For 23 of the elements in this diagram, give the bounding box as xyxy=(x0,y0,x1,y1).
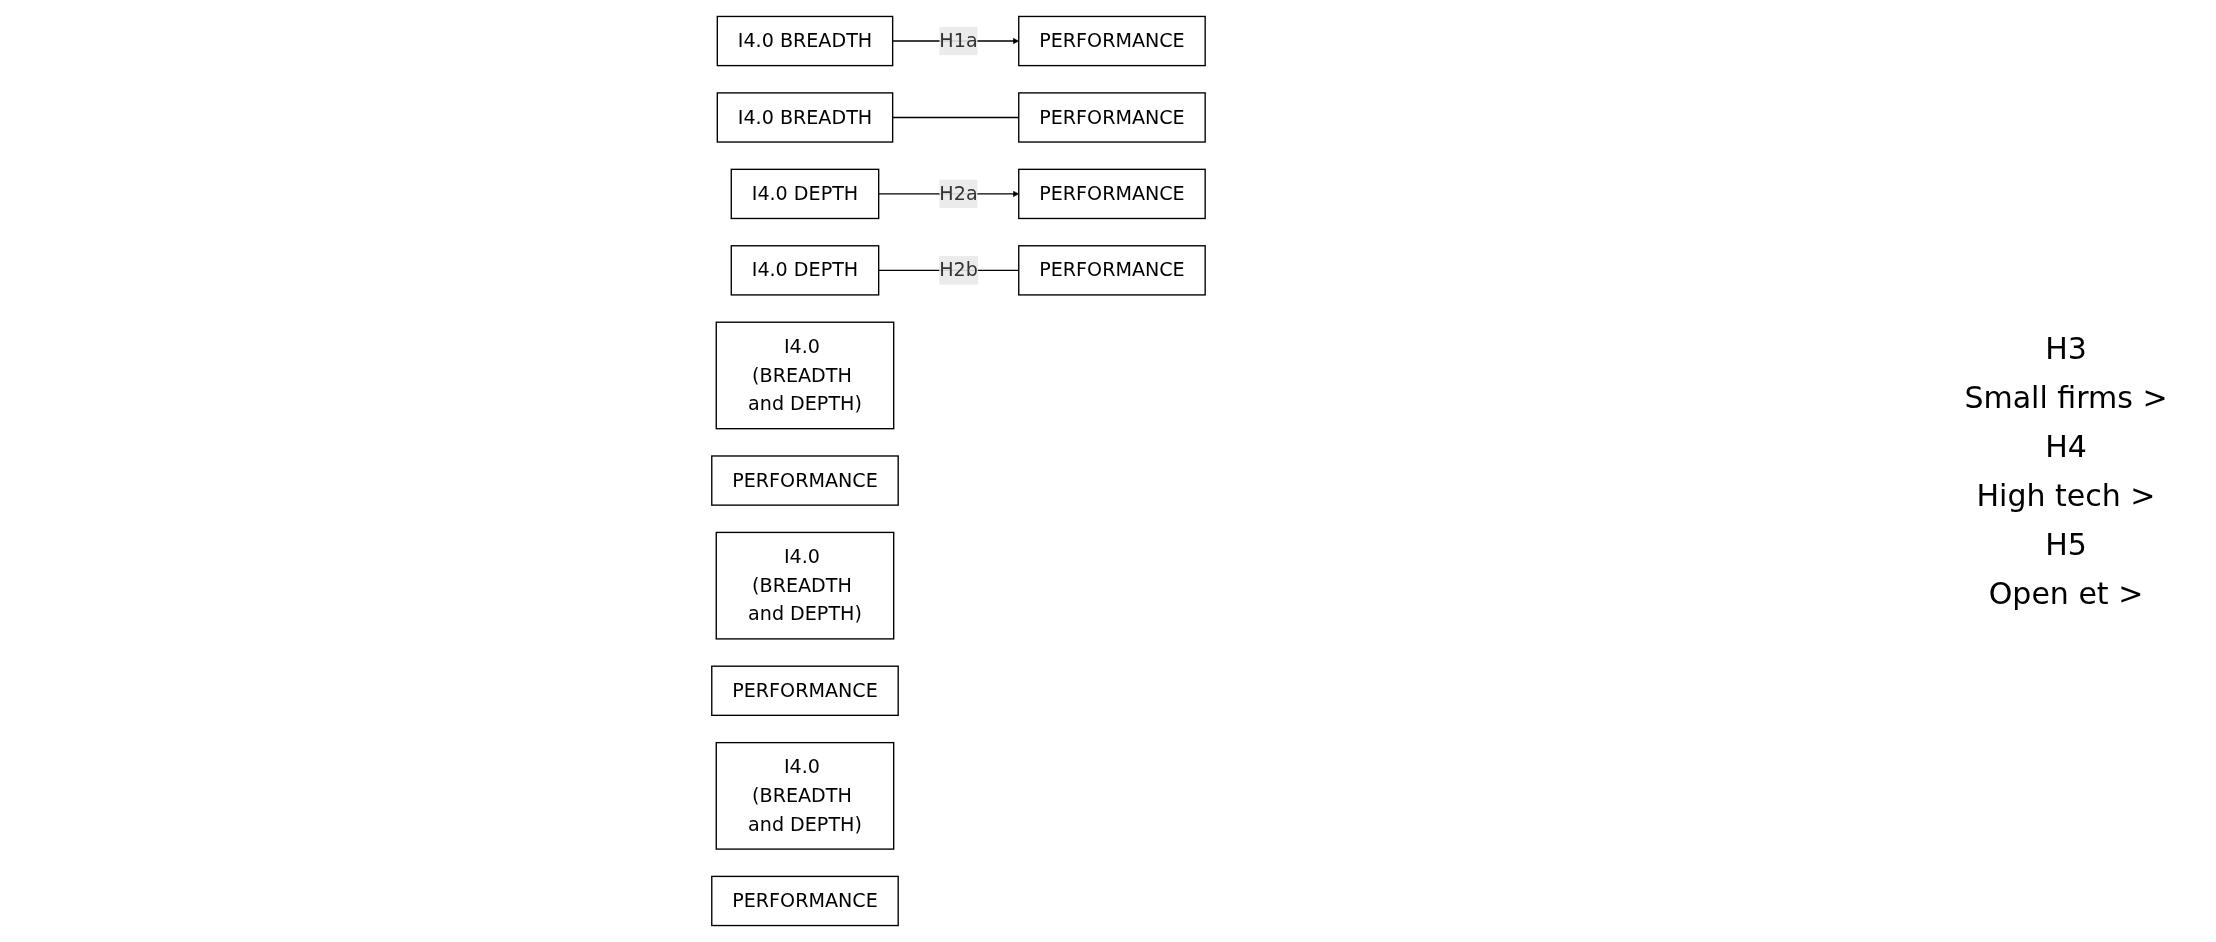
node-box: PERFORMANCE xyxy=(1017,168,1206,220)
node-box: I4.0 BREADTH xyxy=(716,92,893,143)
node-box: I4.0 DEPTH xyxy=(730,168,879,220)
node-box: PERFORMANCE xyxy=(710,665,899,716)
node-box: PERFORMANCE xyxy=(1017,15,1206,67)
edge-label: H1a xyxy=(938,29,978,52)
node-box: PERFORMANCE xyxy=(1017,92,1206,143)
hypothesis-label: Open et > xyxy=(1987,576,2145,611)
node-box: I4.0 DEPTH xyxy=(730,245,879,296)
hypothesis-label: H3 xyxy=(2044,331,2088,366)
edge-label: H2b xyxy=(938,258,978,282)
hypothesis-label: H4 xyxy=(2044,429,2088,464)
node-box: I4.0 (BREADTH and DEPTH) xyxy=(715,531,894,640)
hypothesis-label: High tech > xyxy=(1975,478,2157,513)
node-box: PERFORMANCE xyxy=(1017,245,1206,296)
edge-label: H2a xyxy=(938,182,978,205)
node-box: I4.0 (BREADTH and DEPTH) xyxy=(715,321,894,430)
node-box: PERFORMANCE xyxy=(710,875,899,927)
hypothesis-label: Small firms > xyxy=(1963,380,2169,415)
node-box: I4.0 (BREADTH and DEPTH) xyxy=(715,741,894,850)
hypothesis-label: H5 xyxy=(2044,527,2088,562)
node-box: I4.0 BREADTH xyxy=(716,15,893,67)
node-box: PERFORMANCE xyxy=(710,455,899,506)
